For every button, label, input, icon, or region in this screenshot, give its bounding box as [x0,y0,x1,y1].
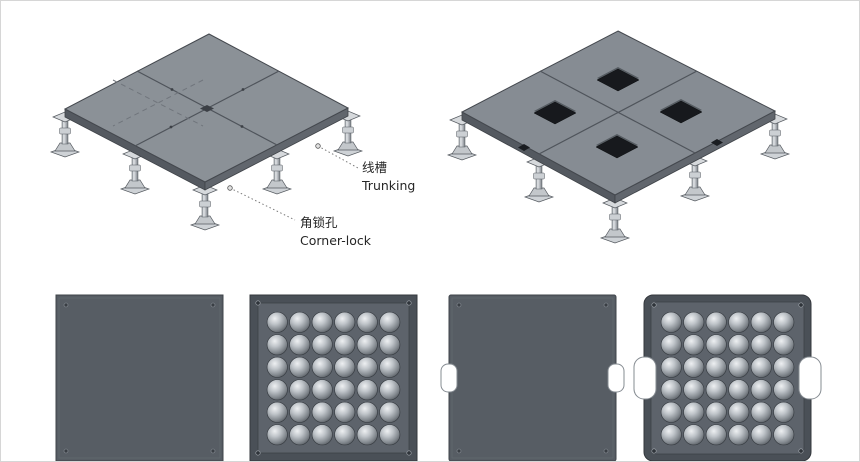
panel-seams [538,70,698,155]
trunking-label: 线槽 Trunking [362,159,415,195]
trunking-label-en: Trunking [362,178,416,194]
panel-face [448,294,617,461]
panel-view-dimpled-notched-underside [633,294,822,461]
pedestal [190,184,220,231]
corner-screws [651,302,804,454]
panel-view-dimpled-underside [249,294,418,461]
corner-screws [456,302,609,454]
trunking-leader-line [315,143,359,169]
panel-view-notched-top [440,294,625,461]
corner-lock-leader-line [227,185,296,221]
corner-lock-label-zh: 角锁孔 [300,215,338,230]
pedestal [600,197,630,244]
corner-lock-label-en: Corner-lock [300,233,371,249]
right-side-notch [798,356,822,400]
raised-floor-assembly-right [447,30,790,244]
corner-lock-label: 角锁孔 Corner-lock [300,214,371,250]
raised-floor-assembly-left [50,33,363,231]
cutout-boxes [533,67,703,159]
edge-vent-marks [518,139,723,151]
right-side-notch [607,363,625,393]
left-side-notch [633,356,657,400]
trunking-label-zh: 线槽 [362,160,388,175]
dimple-field [660,311,795,446]
panel-face [55,294,224,461]
panel-view-plain-top [55,294,224,461]
panel-edge-highlight [58,297,221,459]
trunking-hatch-marks [112,79,204,127]
left-side-notch [440,363,458,393]
corner-lock-holes [169,88,245,129]
dimple-field [266,311,401,446]
corner-screws [63,302,216,454]
corner-screws [255,300,412,456]
